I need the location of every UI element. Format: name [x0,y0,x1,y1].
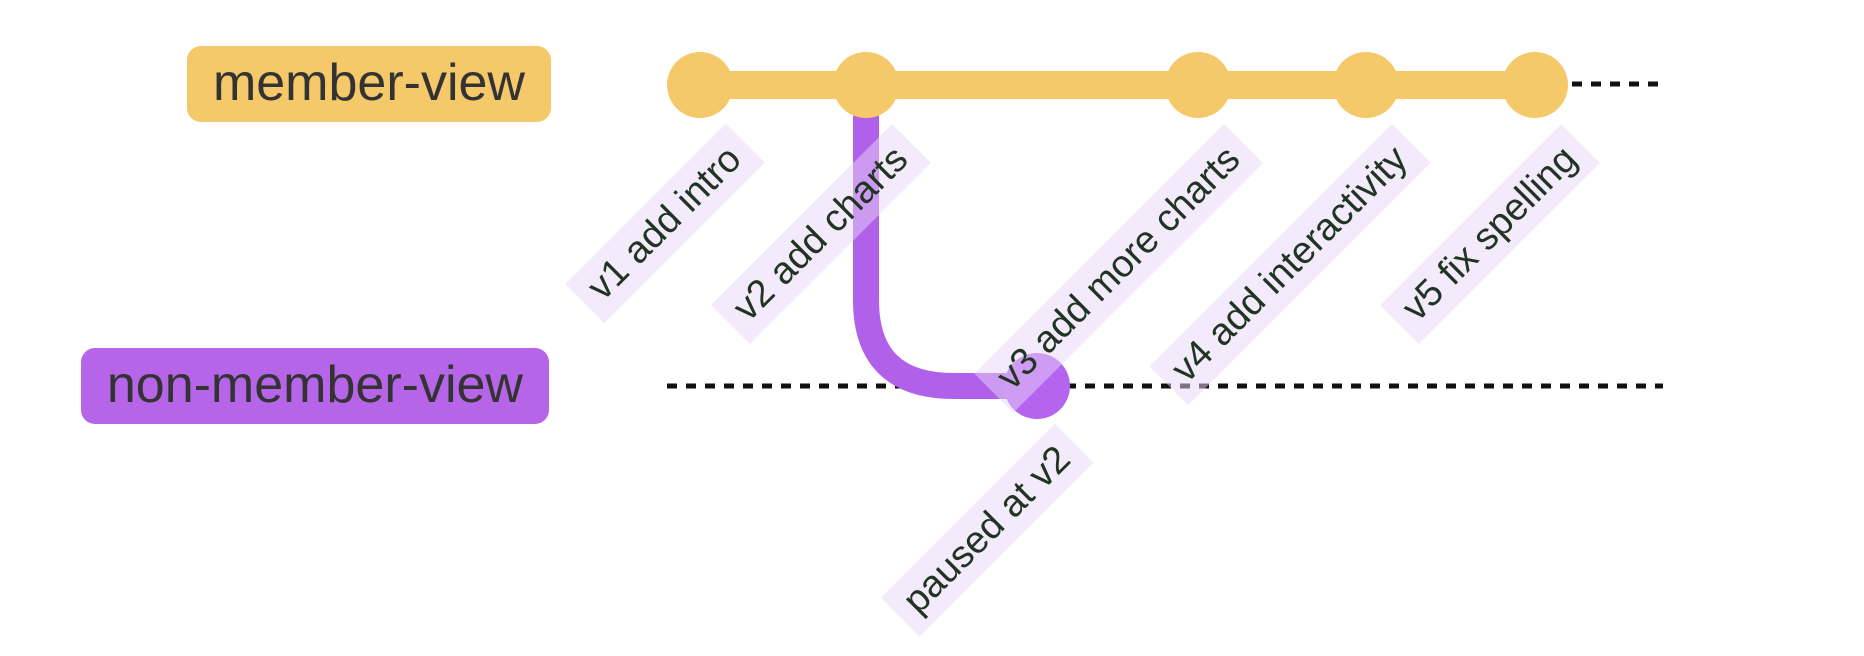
commit-dot-v5 [1502,52,1568,118]
commit-dot-v3 [1165,52,1231,118]
commit-dot-v2 [833,52,899,118]
branch-label-member-view-text: member-view [212,54,525,112]
branch-label-non-member-view-text: non-member-view [106,356,523,414]
branch-label-non-member-view: non-member-view [80,348,549,424]
commit-dot-v1 [667,52,733,118]
commit-dot-v4 [1333,52,1399,118]
branch-label-member-view: member-view [186,46,551,122]
branch-off-curve [853,90,1037,399]
